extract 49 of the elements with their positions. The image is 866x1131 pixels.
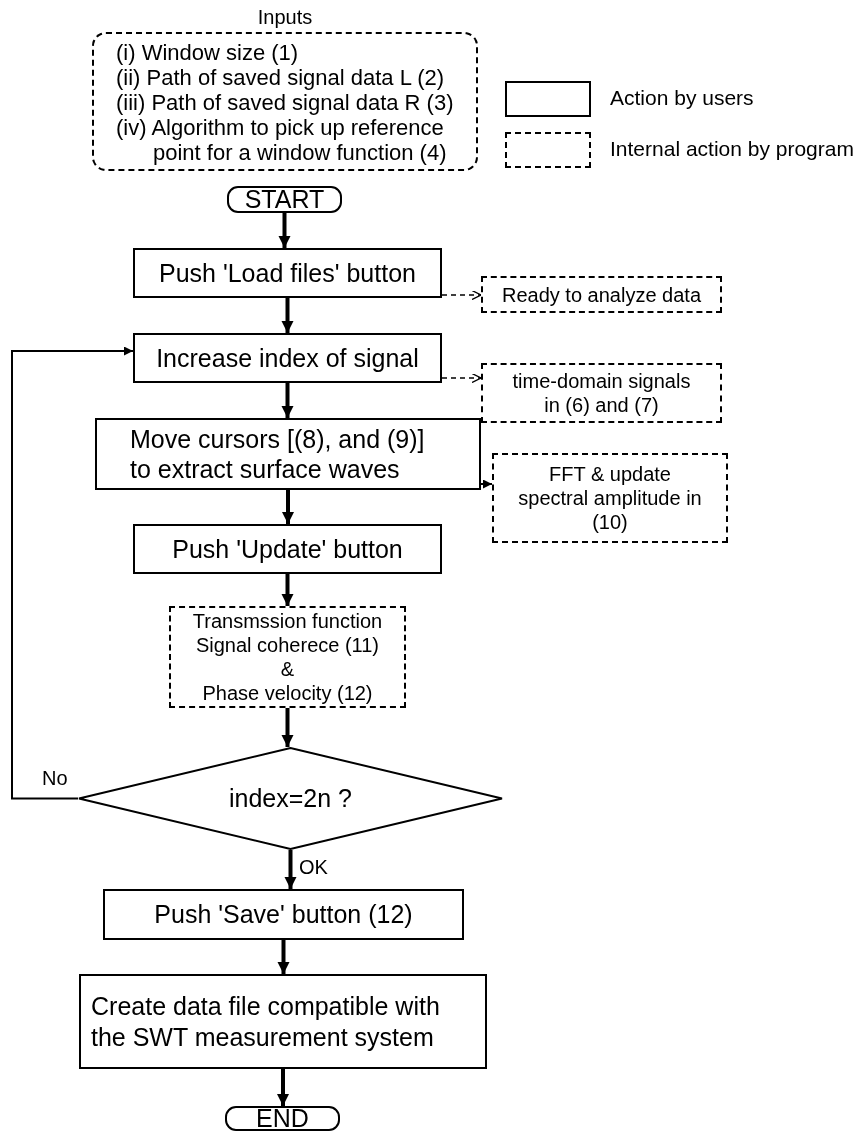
arrow bbox=[281, 574, 294, 606]
arrow bbox=[282, 490, 294, 524]
node-text: Signal coherece (11) bbox=[195, 633, 380, 657]
arrow bbox=[277, 940, 290, 974]
arrow bbox=[281, 298, 294, 333]
process-box bbox=[133, 333, 442, 383]
internal-process-box bbox=[169, 606, 406, 708]
terminal-box bbox=[225, 1106, 340, 1131]
node-text: Phase velocity (12) bbox=[202, 681, 373, 705]
node-text: START bbox=[244, 187, 325, 212]
node-text: FFT & update spectral amplitude in (10) bbox=[517, 462, 703, 534]
node-text: Ready to analyze data bbox=[502, 282, 701, 307]
node-text: Create data file compatible with the SWT measurement system bbox=[91, 991, 441, 1052]
node-text: Increase index of signal bbox=[156, 342, 419, 374]
arrow bbox=[441, 372, 482, 384]
terminal-box bbox=[227, 186, 342, 213]
legend-label: Action by users bbox=[610, 86, 754, 110]
decision-diamond bbox=[78, 747, 503, 850]
node-text: index=2n ? bbox=[229, 784, 352, 813]
node-text: Push 'Update' button bbox=[172, 533, 403, 565]
node-text: END bbox=[256, 1106, 309, 1131]
node-text: Transmssion function bbox=[192, 609, 383, 633]
process-box bbox=[95, 418, 481, 490]
node-text: Push 'Save' button (12) bbox=[154, 899, 413, 930]
arrow bbox=[480, 479, 493, 489]
input-item: (ii) Path of saved signal data L (2) bbox=[116, 65, 445, 90]
internal-process-box bbox=[481, 363, 722, 423]
arrow bbox=[281, 708, 294, 747]
node-text: & bbox=[280, 657, 295, 681]
arrow bbox=[441, 289, 482, 301]
input-item: (i) Window size (1) bbox=[116, 40, 299, 65]
node-text: Move cursors [(8), and (9)] to extract surface waves bbox=[130, 423, 426, 485]
arrow bbox=[284, 850, 297, 889]
process-box bbox=[133, 524, 442, 574]
arrow bbox=[277, 1069, 289, 1106]
internal-process-box bbox=[481, 276, 722, 313]
input-item: (iii) Path of saved signal data R (3) bbox=[116, 90, 454, 115]
process-box bbox=[133, 248, 442, 298]
process-box bbox=[79, 974, 487, 1069]
group-heading: Inputs bbox=[256, 5, 314, 30]
node-text: Push 'Load files' button bbox=[159, 257, 416, 289]
node-text: time-domain signals in (6) and (7) bbox=[511, 369, 692, 417]
arrow bbox=[11, 346, 134, 800]
process-box bbox=[103, 889, 464, 940]
arrow bbox=[281, 383, 294, 418]
legend-label: Internal action by program bbox=[610, 137, 854, 161]
input-item: (iv) Algorithm to pick up reference point for a window function (4) bbox=[116, 115, 448, 165]
internal-process-box bbox=[492, 453, 728, 543]
arrow bbox=[278, 213, 291, 248]
